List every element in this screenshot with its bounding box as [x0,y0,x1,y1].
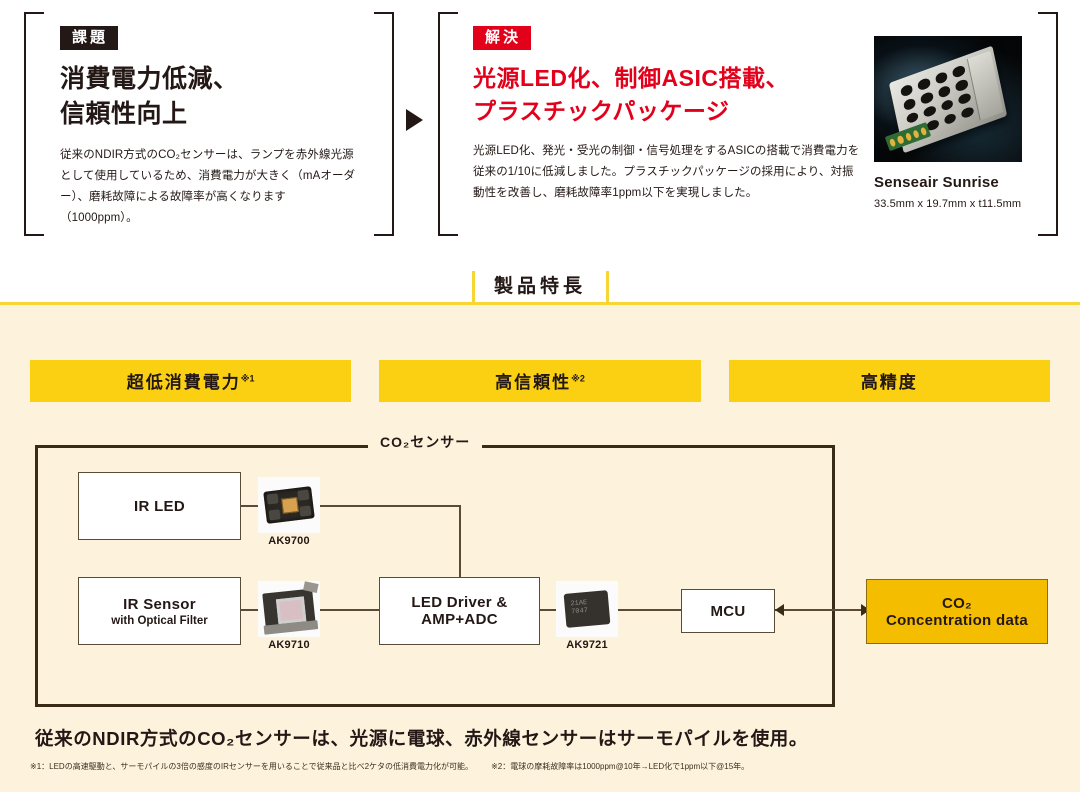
solution-panel: 解決 光源LED化、制御ASIC搭載、 プラスチックパッケージ 光源LED化、発… [473,26,863,204]
footnotes: ※1：LEDの高速駆動と、サーモパイルの3倍の感度のIRセンサーを用いることで従… [30,761,1050,773]
solution-headline-line1: 光源LED化、制御ASIC搭載、 [473,65,789,91]
block-co2-output-line1: CO₂ [941,594,973,612]
block-ir-sensor-label: IR Sensor [123,595,196,613]
footnote-1: ※1：LEDの高速駆動と、サーモパイルの3倍の感度のIRセンサーを用いることで従… [30,762,474,771]
solution-bracket [438,12,1058,236]
badge-label: 超低消費電力 [126,373,241,392]
wire-irled-to-ak9700 [240,505,264,507]
block-ir-led-label: IR LED [134,497,185,515]
problem-headline-line2: 信頼性向上 [60,99,188,128]
block-led-driver: LED Driver & AMP+ADC [379,577,540,645]
chip-ak9700: AK9700 [258,477,320,547]
problem-headline-line1: 消費電力低減、 [60,65,239,93]
block-led-driver-line2: AMP+ADC [421,611,498,628]
section-title: 製品特長 [493,276,586,297]
badge-note: ※2 [571,373,585,384]
wire-mcu-to-output [773,609,873,611]
solution-body: 光源LED化、発光・受光の制御・信号処理をするASICの搭載で消費電力を従来の1… [473,145,860,200]
ir-sensor-package-graphic [262,581,319,635]
block-mcu: MCU [681,589,775,633]
badge-high-reliability[interactable]: 高信頼性※2 [379,360,701,402]
section-title-tick-right [606,271,609,305]
solution-tag: 解決 [473,26,532,50]
badge-label: 高信頼性 [495,373,572,392]
problem-body: 従来のNDIR方式のCO₂センサーは、ランプを赤外線光源として使用しているため、… [60,149,356,224]
section-title-tick-left [472,271,475,305]
wire-driver-vertical [459,505,461,609]
problem-bracket [24,12,394,236]
wire-ak9721-to-mcu [618,609,683,611]
chip-ak9710-photo [258,581,320,637]
block-mcu-label: MCU [710,602,746,620]
solution-headline-line2: プラスチックパッケージ [473,97,730,124]
wire-ak9710-to-driver [320,609,380,611]
block-ir-sensor: IR Sensor with Optical Filter [78,577,241,645]
section-title-rule: 製品特長 [0,271,1080,327]
badge-label: 高精度 [860,373,918,392]
badge-note: ※1 [240,373,255,384]
chip-ak9700-photo [258,477,320,533]
block-led-driver-line1: LED Driver & [411,594,508,611]
chip-ak9700-caption: AK9700 [268,535,310,547]
product-name: Senseair Sunrise [874,174,999,191]
chip-ak9721-caption: AK9721 [566,639,608,651]
block-ir-sensor-sublabel: with Optical Filter [111,614,208,627]
product-photo [874,36,1022,162]
block-co2-output-line2: Concentration data [885,611,1029,629]
co2-sensor-container-label: CO₂センサー [368,432,483,452]
problem-headline: 消費電力低減、 信頼性向上 [60,62,360,131]
solution-headline: 光源LED化、制御ASIC搭載、 プラスチックパッケージ [473,62,863,127]
block-ir-led: IR LED [78,472,241,540]
led-package-graphic [263,486,315,524]
bottom-note: 従来のNDIR方式のCO₂センサーは、光源に電球、赤外線センサーはサーモパイルを… [35,728,808,749]
block-co2-output: CO₂ Concentration data [866,579,1048,644]
badge-ultra-low-power[interactable]: 超低消費電力※1 [30,360,352,402]
badge-high-accuracy[interactable]: 高精度 [728,360,1050,402]
wire-irsensor-to-ak9710 [240,609,264,611]
block-diagram: CO₂センサー IR LED IR Sensor with Optical Fi… [0,415,1080,715]
features-section: 製品特長 超低消費電力※1 高信頼性※2 高精度 CO₂センサー [0,271,1080,792]
arrow-to-output-icon [861,604,870,616]
footnote-2: ※2：電球の摩耗故障率は1000ppm@10年→LED化で1ppm以下@15年。 [491,762,750,771]
arrow-to-mcu-icon [775,604,784,616]
problem-tag: 課題 [60,26,119,50]
top-section: 課題 消費電力低減、 信頼性向上 従来のNDIR方式のCO₂センサーは、ランプを… [0,0,1080,302]
feature-badges: 超低消費電力※1 高信頼性※2 高精度 [30,360,1050,402]
arrow-right-icon [406,109,423,131]
product-dimensions: 33.5mm x 19.7mm x t11.5mm [874,198,1022,210]
chip-ak9710-caption: AK9710 [268,639,310,651]
chip-ak9710: AK9710 [258,581,320,651]
wire-ak9700-to-driver [320,505,460,507]
problem-panel: 課題 消費電力低減、 信頼性向上 従来のNDIR方式のCO₂センサーは、ランプを… [60,26,360,229]
wire-driver-to-ak9721 [540,609,561,611]
